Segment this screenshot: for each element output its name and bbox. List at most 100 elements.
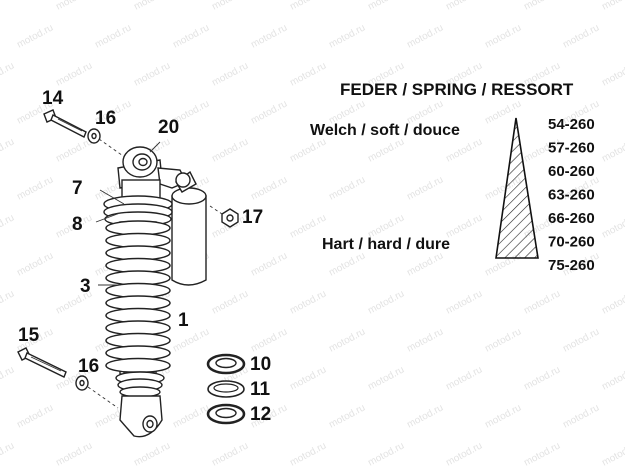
watermark-text: motod.ru xyxy=(444,364,484,392)
watermark-text: motod.ru xyxy=(288,364,328,392)
spring-3 xyxy=(105,220,171,375)
hard-label: Hart / hard / dure xyxy=(322,236,450,253)
watermark-text: motod.ru xyxy=(132,440,172,468)
watermark-text: motod.ru xyxy=(327,174,367,202)
watermark-text: motod.ru xyxy=(483,326,523,354)
ring-10 xyxy=(206,353,246,375)
watermark-text: motod.ru xyxy=(405,326,445,354)
watermark-text: motod.ru xyxy=(327,326,367,354)
watermark-text: motod.ru xyxy=(405,22,445,50)
callout-11: 11 xyxy=(250,379,271,400)
watermark-text: motod.ru xyxy=(15,22,55,50)
watermark-text: motod.ru xyxy=(210,60,250,88)
watermark-text: motod.ru xyxy=(405,250,445,278)
watermark-text: motod.ru xyxy=(0,212,16,240)
watermark-text: motod.ru xyxy=(54,440,94,468)
callout-20: 20 xyxy=(158,117,179,138)
watermark-text: motod.ru xyxy=(405,402,445,430)
watermark-text: motod.ru xyxy=(561,22,601,50)
spring-rate-item: 54-260 xyxy=(548,116,595,133)
watermark-text: motod.ru xyxy=(522,440,562,468)
callout-10: 10 xyxy=(250,354,271,375)
watermark-text: motod.ru xyxy=(366,136,406,164)
callout-8: 8 xyxy=(72,214,83,235)
watermark-text: motod.ru xyxy=(327,402,367,430)
watermark-text: motod.ru xyxy=(444,136,484,164)
watermark-text: motod.ru xyxy=(522,288,562,316)
washer-16-bottom xyxy=(75,375,89,391)
watermark-text: motod.ru xyxy=(93,22,133,50)
watermark-text: motod.ru xyxy=(600,440,625,468)
legend-title: FEDER / SPRING / RESSORT xyxy=(340,80,574,99)
watermark-text: motod.ru xyxy=(405,174,445,202)
watermark-text: motod.ru xyxy=(54,136,94,164)
spring-rate-item: 63-260 xyxy=(548,187,595,204)
callout-16-top: 16 xyxy=(95,108,116,129)
spring-rate-item: 70-260 xyxy=(548,234,595,251)
watermark-text: motod.ru xyxy=(561,326,601,354)
watermark-text: motod.ru xyxy=(327,22,367,50)
ring-11 xyxy=(207,380,245,398)
watermark-text: motod.ru xyxy=(249,98,289,126)
watermark-text: motod.ru xyxy=(561,402,601,430)
watermark-text: motod.ru xyxy=(600,288,625,316)
watermark-text: motod.ru xyxy=(132,60,172,88)
watermark-text: motod.ru xyxy=(171,22,211,50)
watermark-text: motod.ru xyxy=(444,288,484,316)
watermark-text: motod.ru xyxy=(0,0,16,13)
spring-rate-item: 60-260 xyxy=(548,163,595,180)
watermark-text: motod.ru xyxy=(210,288,250,316)
callout-3: 3 xyxy=(80,276,91,297)
spring-rate-item: 57-260 xyxy=(548,140,595,157)
watermark-text: motod.ru xyxy=(15,174,55,202)
watermark-text: motod.ru xyxy=(15,250,55,278)
watermark-text: motod.ru xyxy=(15,402,55,430)
callout-16-bottom: 16 xyxy=(78,356,99,377)
watermark-text: motod.ru xyxy=(600,60,625,88)
watermark-text: motod.ru xyxy=(288,0,328,13)
watermark-text: motod.ru xyxy=(210,136,250,164)
watermark-text: motod.ru xyxy=(249,250,289,278)
watermark-text: motod.ru xyxy=(327,250,367,278)
watermark-text: motod.ru xyxy=(0,364,16,392)
watermark-text: motod.ru xyxy=(600,0,625,13)
watermark-text: motod.ru xyxy=(171,402,211,430)
spring-legend: FEDER / SPRING / RESSORT Welch / soft / … xyxy=(310,80,595,274)
watermark-text: motod.ru xyxy=(288,288,328,316)
lower-clevis xyxy=(115,371,165,438)
watermark-text: motod.ru xyxy=(444,212,484,240)
bolt-14 xyxy=(43,109,87,138)
spring-rate-item: 66-260 xyxy=(548,210,595,227)
bolt-15 xyxy=(17,347,67,378)
watermark-text: motod.ru xyxy=(54,0,94,13)
watermark-text: motod.ru xyxy=(366,364,406,392)
watermark-text: motod.ru xyxy=(600,212,625,240)
watermark-text: motod.ru xyxy=(483,402,523,430)
watermark-text: motod.ru xyxy=(522,0,562,13)
watermark-text: motod.ru xyxy=(483,22,523,50)
stiffness-wedge xyxy=(495,117,539,259)
callout-1: 1 xyxy=(178,310,189,331)
watermark-text: motod.ru xyxy=(54,60,94,88)
nut-17 xyxy=(221,208,239,228)
watermark-text: motod.ru xyxy=(249,22,289,50)
spring-coil xyxy=(105,357,171,374)
watermark-text: motod.ru xyxy=(0,288,16,316)
watermark-text: motod.ru xyxy=(0,440,16,468)
watermark-text: motod.ru xyxy=(444,440,484,468)
watermark-text: motod.ru xyxy=(288,440,328,468)
watermark-text: motod.ru xyxy=(366,0,406,13)
callout-14: 14 xyxy=(42,88,64,109)
callout-15: 15 xyxy=(18,325,40,346)
spring-rate-list: 54-260 57-260 60-260 63-260 66-260 70-260 75-2… xyxy=(548,116,595,274)
soft-label: Welch / soft / douce xyxy=(310,122,460,139)
watermark-text: motod.ru xyxy=(600,364,625,392)
watermark-text: motod.ru xyxy=(0,136,16,164)
washer-16-top xyxy=(87,128,101,144)
watermark-text: motod.ru xyxy=(132,0,172,13)
spring-rate-item: 75-260 xyxy=(548,257,595,274)
watermark-text: motod.ru xyxy=(249,326,289,354)
reservoir xyxy=(157,167,207,286)
callout-7: 7 xyxy=(72,178,83,199)
